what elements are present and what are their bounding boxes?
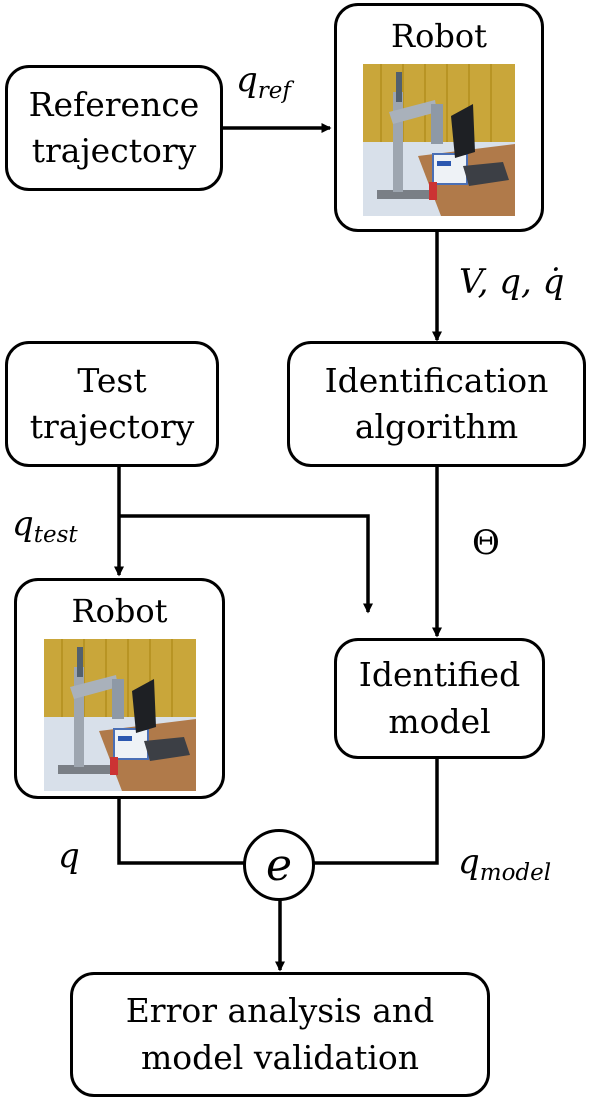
q-text: q	[58, 836, 80, 876]
q-ref-label: qref	[236, 60, 291, 104]
identification-algorithm-label-line1: Identification	[324, 360, 549, 400]
reference-trajectory-label-line2: trajectory	[31, 131, 197, 170]
q-label: q	[58, 836, 80, 876]
error-analysis-box: Error analysis and model validation	[70, 972, 490, 1097]
q-model-subscript: model	[479, 860, 552, 886]
error-node: e	[243, 829, 315, 901]
line-robot-to-error	[117, 798, 245, 865]
robot-top-title: Robot	[391, 17, 487, 55]
theta-label: Θ	[472, 523, 500, 563]
error-symbol: e	[265, 839, 293, 891]
robot-bottom-title: Robot	[71, 592, 168, 630]
error-analysis-label-line1: Error analysis and	[125, 991, 435, 1031]
arrow-test-to-model	[119, 514, 373, 614]
identified-model-label-line2: model	[388, 701, 491, 741]
q-test-label: qtest	[12, 504, 78, 548]
error-analysis-label-line2: model validation	[140, 1037, 420, 1077]
identification-algorithm-label-line2: algorithm	[354, 407, 519, 446]
robot-photo-icon	[43, 639, 196, 791]
reference-trajectory-label-line1: Reference	[28, 84, 200, 124]
robot-top-box: Robot	[334, 3, 544, 232]
robot-bottom-box: Robot	[14, 578, 225, 799]
v-q-qdot-text: V, q, q̇	[459, 262, 565, 302]
test-trajectory-label-line1: Test	[77, 360, 147, 400]
identified-model-label-line1: Identified	[358, 655, 521, 695]
identified-model-box: Identified model	[334, 638, 545, 759]
q-test-subscript: test	[33, 522, 78, 548]
reference-trajectory-box: Reference trajectory	[5, 65, 223, 191]
v-q-qdot-label: V, q, q̇	[459, 262, 564, 302]
line-model-to-error	[313, 758, 439, 865]
q-ref-base: q	[236, 60, 258, 100]
q-ref-subscript: ref	[257, 78, 291, 104]
theta-text: Θ	[472, 523, 500, 563]
identification-algorithm-box: Identification algorithm	[287, 341, 586, 467]
q-model-label: qmodel	[458, 842, 551, 886]
test-trajectory-box: Test trajectory	[5, 341, 219, 467]
robot-photo-icon	[363, 64, 515, 216]
q-test-base: q	[12, 504, 34, 544]
test-trajectory-label-line2: trajectory	[29, 407, 195, 446]
q-model-base: q	[458, 842, 480, 882]
